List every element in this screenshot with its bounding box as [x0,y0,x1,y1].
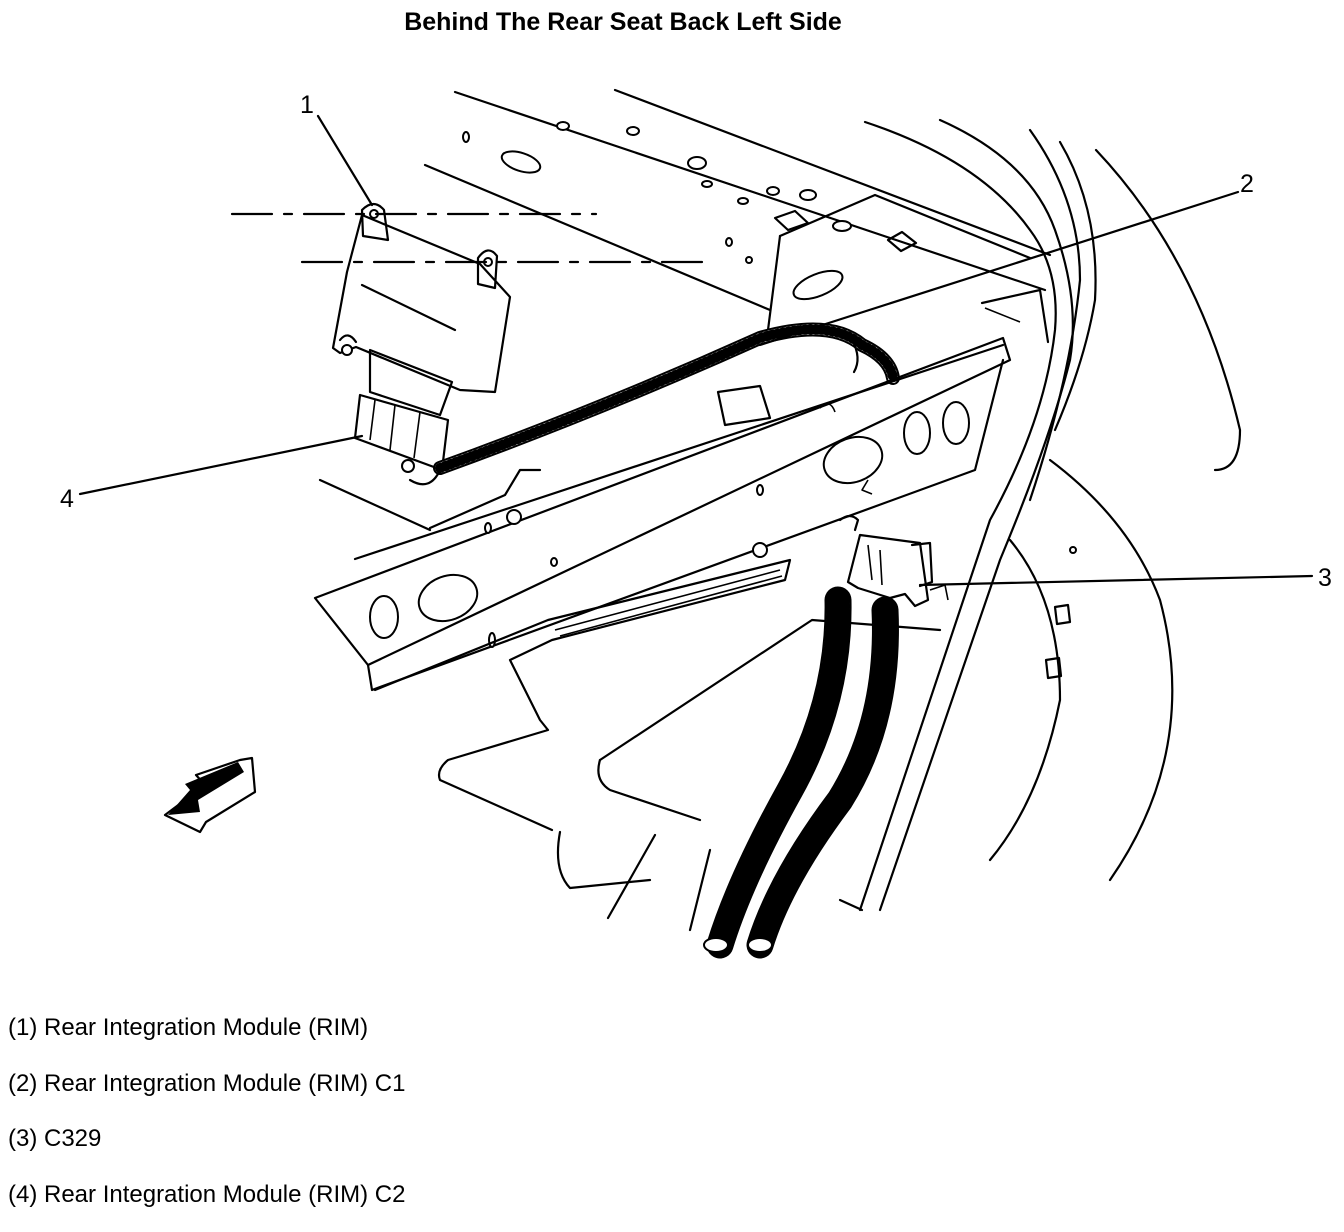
quarter-panel [860,120,1240,910]
rear-integration-module [333,204,510,472]
callout-3: 3 [1318,564,1332,592]
front-direction-arrow-icon [165,758,255,832]
legend-list: (1) Rear Integration Module (RIM) (2) Re… [8,1010,405,1232]
legend-item-2: (2) Rear Integration Module (RIM) C1 [8,1066,405,1122]
c329-harness [704,516,948,952]
rear-shelf-panel [320,90,1050,530]
legend-item-4: (4) Rear Integration Module (RIM) C2 [8,1177,405,1232]
crossmember-beam [315,338,1010,690]
callout-2: 2 [1240,170,1254,198]
legend-item-1: (1) Rear Integration Module (RIM) [8,1010,405,1066]
callout-1: 1 [300,91,314,119]
legend-item-3: (3) C329 [8,1121,405,1177]
callout-4: 4 [60,485,74,513]
wiring-diagram: 1 2 3 4 [0,0,1344,1000]
